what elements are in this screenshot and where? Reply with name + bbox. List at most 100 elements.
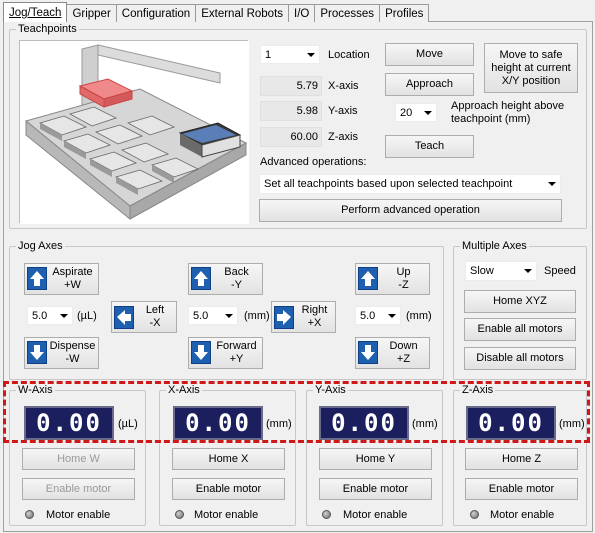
location-select[interactable]: 1 [260, 45, 320, 64]
up-title: Up [396, 266, 411, 278]
z-step-select[interactable]: 5.0 [355, 306, 401, 325]
y-axis-label: Y-axis [328, 105, 358, 117]
y-axis-group: Y-Axis [306, 383, 443, 526]
aspirate-axis: +W [64, 279, 81, 291]
speed-value: Slow [470, 265, 494, 277]
y-axis-unit: (mm) [412, 418, 438, 430]
advanced-operations-select[interactable]: Set all teachpoints based upon selected … [259, 174, 561, 194]
enable-z-motor-button[interactable]: Enable motor [465, 478, 578, 500]
y-axis-display: 0.00 [319, 406, 409, 440]
chevron-down-icon [388, 313, 396, 318]
xy-step-select[interactable]: 5.0 [188, 306, 238, 325]
w-step-select[interactable]: 5.0 [27, 306, 73, 325]
approach-height-select[interactable]: 20 [395, 103, 437, 122]
tab-jog-teach[interactable]: Jog/Teach [3, 2, 68, 22]
tab-external-robots[interactable]: External Robots [195, 4, 290, 22]
jog-axes-group: Jog Axes [9, 239, 444, 380]
tab-profiles[interactable]: Profiles [379, 4, 430, 22]
down-button[interactable]: Down+Z [355, 337, 430, 369]
w-axis-unit: (µL) [118, 418, 138, 430]
teach-button[interactable]: Teach [385, 135, 474, 158]
tab-gripper[interactable]: Gripper [66, 4, 117, 22]
chevron-down-icon [524, 269, 532, 273]
x-axis-display: 0.00 [173, 406, 263, 440]
disable-all-motors-button[interactable]: Disable all motors [464, 347, 576, 370]
arrow-up-icon [358, 267, 378, 290]
dispense-axis: -W [65, 353, 80, 365]
z-step-value: 5.0 [360, 309, 376, 322]
down-axis: +Z [396, 353, 411, 365]
home-xyz-button[interactable]: Home XYZ [464, 290, 576, 313]
approach-button[interactable]: Approach [385, 73, 474, 96]
xy-step-unit: (mm) [244, 310, 270, 322]
tab-processes[interactable]: Processes [314, 4, 381, 22]
aspirate-button[interactable]: Aspirate+W [24, 263, 99, 295]
multiple-axes-group: Multiple Axes [453, 239, 587, 380]
enable-y-motor-button[interactable]: Enable motor [319, 478, 432, 500]
back-axis: -Y [231, 279, 242, 291]
up-button[interactable]: Up-Z [355, 263, 430, 295]
w-axis-group: W-Axis [9, 383, 146, 526]
right-button[interactable]: Right+X [271, 301, 336, 333]
multiple-axes-legend: Multiple Axes [460, 239, 529, 253]
y-axis-value: 5.98 [260, 101, 322, 121]
y-axis-legend: Y-Axis [313, 383, 348, 397]
left-axis: -X [149, 317, 161, 329]
x-motor-led-icon [175, 510, 184, 519]
home-x-button[interactable]: Home X [172, 448, 285, 470]
back-title: Back [224, 266, 249, 278]
advanced-operations-value: Set all teachpoints based upon selected … [264, 178, 513, 190]
tab-configuration[interactable]: Configuration [115, 4, 197, 22]
w-step-value: 5.0 [32, 309, 48, 322]
dispense-button[interactable]: Dispense-W [24, 337, 99, 369]
left-title: Left [145, 304, 165, 316]
forward-button[interactable]: Forward+Y [188, 337, 263, 369]
location-label: Location [328, 49, 370, 61]
x-axis-label: X-axis [328, 80, 359, 92]
w-step-unit: (µL) [77, 310, 97, 322]
arrow-down-icon [191, 341, 211, 364]
back-button[interactable]: Back-Y [188, 263, 263, 295]
arrow-right-icon [274, 306, 294, 329]
chevron-down-icon [225, 313, 233, 318]
teachpoints-legend: Teachpoints [16, 22, 79, 36]
left-button[interactable]: Left-X [111, 301, 177, 333]
jog-axes-legend: Jog Axes [16, 239, 65, 253]
enable-w-motor-button[interactable]: Enable motor [22, 478, 135, 500]
location-select-value: 1 [265, 48, 272, 61]
move-button[interactable]: Move [385, 43, 474, 66]
approach-height-value: 20 [400, 106, 413, 119]
up-axis: -Z [398, 279, 409, 291]
chevron-down-icon [307, 52, 315, 57]
aspirate-title: Aspirate [52, 266, 93, 278]
arrow-down-icon [358, 341, 378, 364]
x-axis-group: X-Axis [159, 383, 296, 526]
home-z-button[interactable]: Home Z [465, 448, 578, 470]
enable-all-motors-button[interactable]: Enable all motors [464, 318, 576, 341]
arrow-left-icon [114, 306, 134, 329]
move-safe-height-button[interactable]: Move to safe height at current X/Y posit… [484, 43, 578, 93]
teachpoints-group: Teachpoints [9, 22, 587, 229]
arrow-up-icon [191, 267, 211, 290]
home-w-button[interactable]: Home W [22, 448, 135, 470]
down-title: Down [389, 340, 418, 352]
tab-io[interactable]: I/O [288, 4, 316, 22]
chevron-down-icon [424, 110, 432, 115]
home-y-button[interactable]: Home Y [319, 448, 432, 470]
speed-select[interactable]: Slow [465, 261, 537, 281]
z-axis-unit: (mm) [559, 418, 585, 430]
approach-height-label: Approach height above teachpoint (mm) [451, 100, 565, 125]
forward-axis: +Y [229, 353, 244, 365]
forward-title: Forward [216, 340, 257, 352]
z-axis-label: Z-axis [328, 131, 358, 143]
z-motor-enable-label: Motor enable [490, 509, 555, 521]
enable-x-motor-button[interactable]: Enable motor [172, 478, 285, 500]
z-axis-group: Z-Axis [453, 383, 587, 526]
x-axis-value: 5.79 [260, 76, 322, 96]
xy-step-value: 5.0 [193, 309, 209, 322]
perform-advanced-button[interactable]: Perform advanced operation [259, 199, 562, 222]
arrow-up-icon [27, 267, 47, 290]
robot-deck-illustration [20, 41, 249, 224]
speed-label: Speed [544, 265, 576, 277]
x-motor-enable-label: Motor enable [194, 509, 259, 521]
